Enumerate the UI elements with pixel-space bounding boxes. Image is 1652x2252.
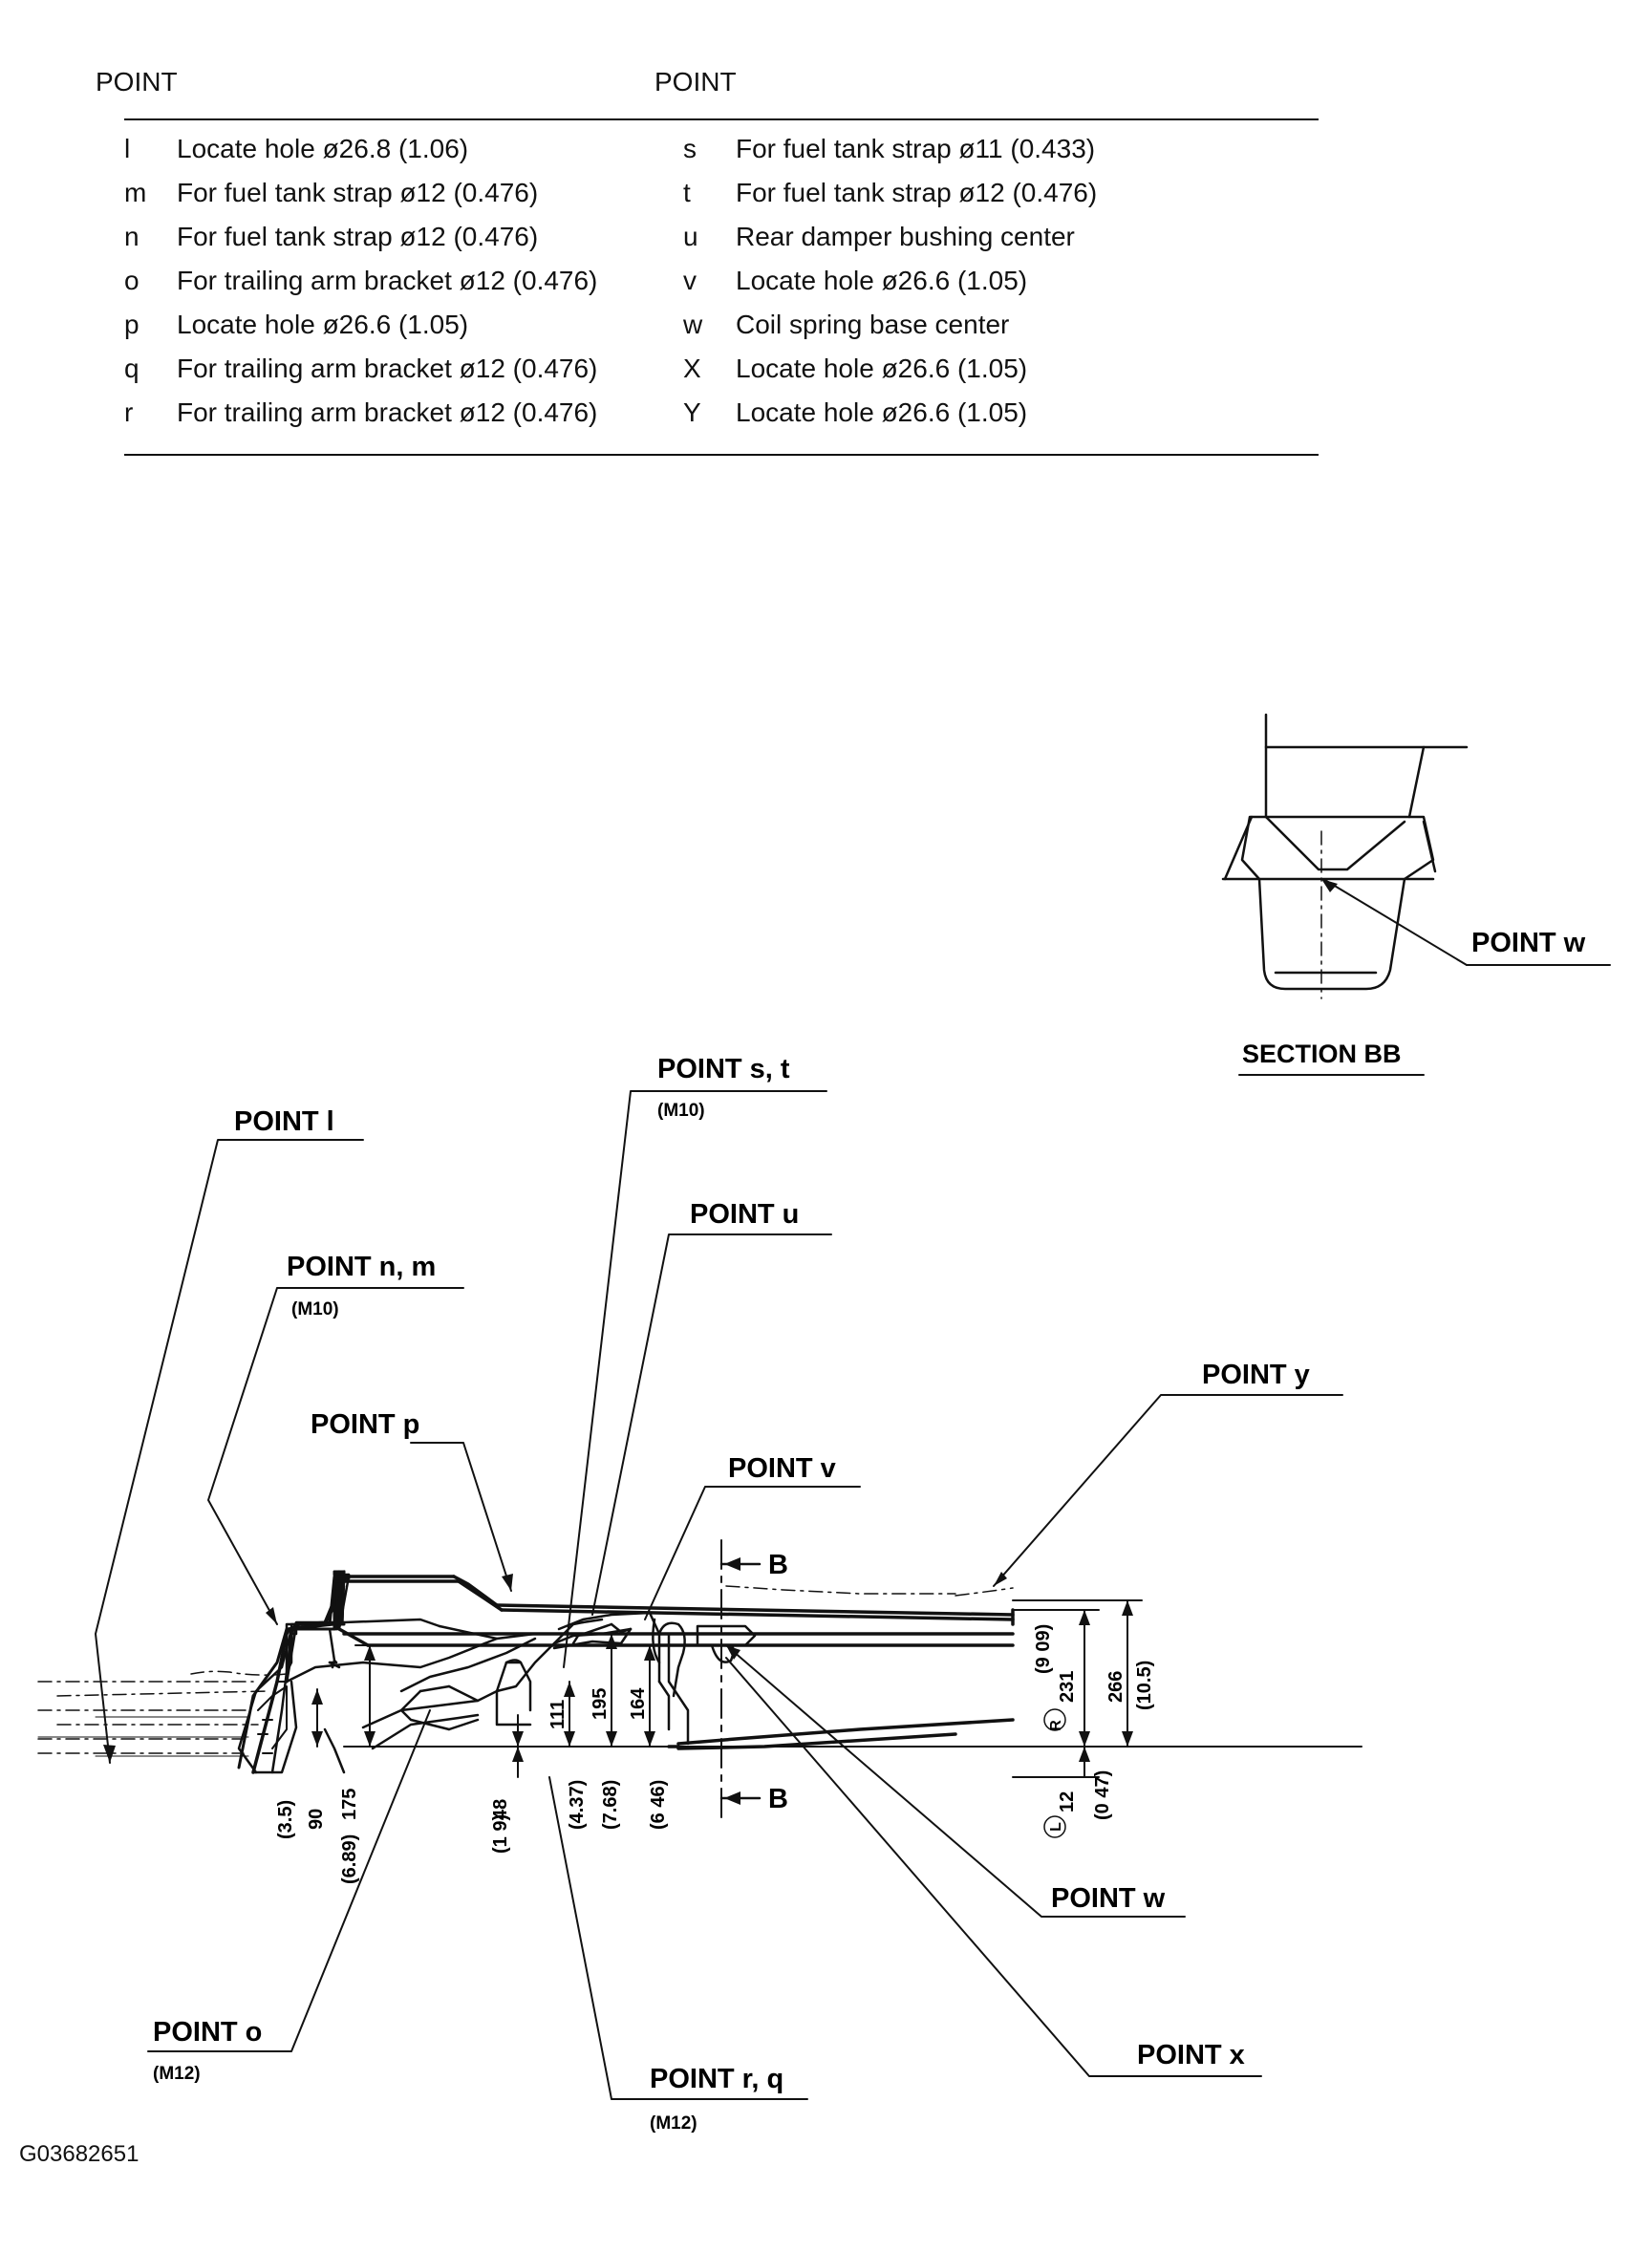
dim-231-in: (9 09) (1033, 1624, 1054, 1674)
label-section-point-w: POINT w (1471, 928, 1586, 958)
label-point-y: POINT y (1202, 1360, 1310, 1390)
legend-description: For trailing arm bracket ø12 (0.476) (177, 354, 598, 383)
callout-arrowheads (103, 1572, 1007, 1763)
dimension-labels: 90 (3.5) 175 (6.89) 48 (1 9) 111 (4.37) … (275, 1624, 1155, 1884)
label-point-nm: POINT n, m (287, 1252, 436, 1282)
legend-key: X (683, 354, 701, 383)
dim-90: 90 (306, 1809, 327, 1830)
dim-12-in: (0 47) (1092, 1770, 1113, 1820)
footer-code: G03682651 (19, 2141, 139, 2167)
dim-231: 231 (1057, 1671, 1078, 1703)
dim-266-in: (10.5) (1134, 1661, 1155, 1710)
dim-111-in: (4.37) (567, 1780, 588, 1830)
dimension-arrowheads (311, 1600, 1133, 1762)
legend-key: u (683, 222, 698, 251)
label-point-v: POINT v (728, 1453, 836, 1484)
dim-48-in: (1 9) (490, 1814, 511, 1854)
legend-description: Rear damper bushing center (736, 222, 1075, 251)
legend-header-left: POINT (96, 67, 178, 97)
callout-labels: POINT l POINT n, m (M10) POINT p POINT s… (153, 928, 1586, 2134)
dim-175: 175 (339, 1789, 360, 1820)
section-b-markers (719, 1539, 762, 1821)
legend-key: w (683, 310, 703, 339)
legend-description: Locate hole ø26.8 (1.06) (177, 134, 469, 163)
label-section-b-bottom: B (768, 1784, 788, 1814)
legend-key: v (683, 266, 697, 295)
circled-l-text: L (1048, 1822, 1064, 1832)
legend-description: Coil spring base center (736, 310, 1010, 339)
legend-key: l (124, 134, 131, 163)
label-section-bb: SECTION BB (1242, 1040, 1402, 1068)
dim-90-in: (3.5) (275, 1800, 296, 1839)
legend-description: For trailing arm bracket ø12 (0.476) (177, 266, 598, 295)
label-point-st-sub: (M10) (657, 1101, 705, 1121)
legend-key: s (683, 134, 697, 163)
dim-175-in: (6.89) (339, 1834, 360, 1884)
label-point-rq: POINT r, q (650, 2064, 783, 2094)
legend-description: Locate hole ø26.6 (1.05) (736, 266, 1028, 295)
label-point-w: POINT w (1051, 1883, 1166, 1914)
dim-266: 266 (1105, 1671, 1126, 1703)
dim-48: 48 (490, 1799, 511, 1820)
dim-111: 111 (547, 1700, 569, 1729)
legend-description: Locate hole ø26.6 (1.05) (736, 354, 1028, 383)
legend-key: o (124, 266, 139, 295)
label-point-u: POINT u (690, 1199, 799, 1230)
dim-164-in: (6 46) (648, 1780, 669, 1830)
label-point-o-sub: (M12) (153, 2064, 201, 2084)
label-point-st: POINT s, t (657, 1054, 790, 1084)
dim-12: 12 (1057, 1791, 1078, 1812)
circled-r-mark (1043, 1708, 1066, 1731)
front-details (257, 1681, 288, 1754)
circled-l-mark (1043, 1815, 1066, 1838)
legend-key: t (683, 178, 691, 207)
section-bb-drawing (1221, 713, 1469, 999)
label-point-x: POINT x (1137, 2040, 1245, 2070)
legend-key: p (124, 310, 139, 339)
dim-195: 195 (590, 1688, 611, 1720)
legend-description: For fuel tank strap ø12 (0.476) (736, 178, 1098, 207)
legend-description: For fuel tank strap ø12 (0.476) (177, 178, 539, 207)
legend-key: m (124, 178, 147, 207)
legend-key: Y (683, 397, 701, 427)
legend-top-rule (124, 118, 1319, 120)
label-point-p: POINT p (311, 1409, 419, 1440)
legend-description: Locate hole ø26.6 (1.05) (177, 310, 469, 339)
legend-description: For fuel tank strap ø11 (0.433) (736, 134, 1096, 163)
dim-164: 164 (628, 1687, 649, 1720)
dim-195-in: (7.68) (600, 1780, 621, 1830)
legend-header-right: POINT (654, 67, 737, 97)
label-point-rq-sub: (M12) (650, 2113, 697, 2134)
callout-leaders (95, 1090, 1343, 2100)
label-point-o: POINT o (153, 2017, 262, 2048)
legend-description: For trailing arm bracket ø12 (0.476) (177, 397, 598, 427)
legend-key: n (124, 222, 139, 251)
circled-r-text: R (1048, 1720, 1064, 1731)
legend-description: Locate hole ø26.6 (1.05) (736, 397, 1028, 427)
left-extension-lines (37, 1585, 1014, 1754)
legend-bottom-rule (124, 454, 1319, 456)
label-point-nm-sub: (M10) (291, 1299, 339, 1319)
left-solid-lines (37, 1716, 249, 1757)
frame-structure (251, 1573, 1015, 1774)
legend-key: q (124, 354, 139, 383)
legend-key: r (124, 397, 134, 427)
label-section-b-top: B (768, 1550, 788, 1580)
label-point-l: POINT l (234, 1106, 334, 1137)
legend-description: For fuel tank strap ø12 (0.476) (177, 222, 539, 251)
